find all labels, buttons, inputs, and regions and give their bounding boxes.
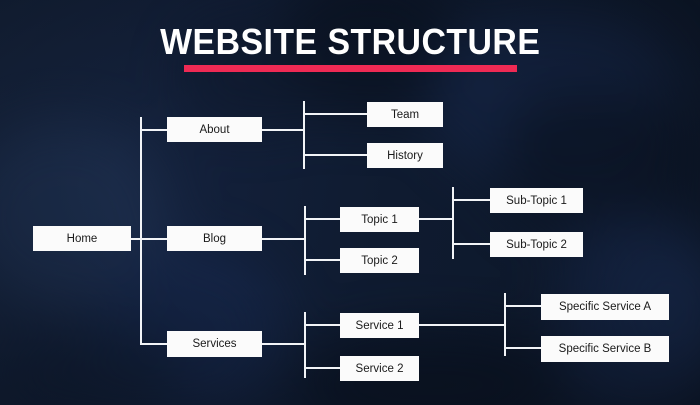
connector-blog-topic1 <box>304 218 342 220</box>
node-service-1[interactable]: Service 1 <box>340 313 419 338</box>
connector-services-service2 <box>304 367 342 369</box>
connector-service1-specificb <box>504 347 543 349</box>
connector-home-about <box>140 129 168 131</box>
node-blog[interactable]: Blog <box>167 226 262 251</box>
connector-blog-stub <box>261 238 305 240</box>
connector-trunk-topic1 <box>452 187 454 259</box>
page-title: WEBSITE STRUCTURE <box>0 22 700 72</box>
node-sub-topic-1[interactable]: Sub-Topic 1 <box>490 188 583 213</box>
node-specific-service-b[interactable]: Specific Service B <box>541 336 669 362</box>
connector-trunk-services <box>304 312 306 378</box>
connector-blog-topic2 <box>304 259 342 261</box>
node-specific-service-a[interactable]: Specific Service A <box>541 294 669 320</box>
connector-trunk-service1 <box>504 293 506 356</box>
connector-topic1-subtopic1 <box>452 199 491 201</box>
connector-service1-stub <box>418 324 506 326</box>
connector-home-blog <box>140 238 168 240</box>
connector-home-stub <box>130 238 142 240</box>
node-team[interactable]: Team <box>367 102 443 127</box>
connector-services-service1 <box>304 324 342 326</box>
connector-service1-specifica <box>504 305 543 307</box>
connector-home-services <box>140 343 168 345</box>
connector-services-stub <box>261 343 305 345</box>
connector-topic1-subtopic2 <box>452 243 491 245</box>
node-service-2[interactable]: Service 2 <box>340 356 419 381</box>
page-title-text: WEBSITE STRUCTURE <box>159 21 541 62</box>
connector-about-team <box>303 113 368 115</box>
connector-trunk-blog <box>304 206 306 275</box>
node-home[interactable]: Home <box>33 226 131 251</box>
connector-about-stub <box>261 129 304 131</box>
connector-trunk-about <box>303 101 305 169</box>
node-topic-1[interactable]: Topic 1 <box>340 207 419 232</box>
node-sub-topic-2[interactable]: Sub-Topic 2 <box>490 232 583 257</box>
connector-trunk-level1 <box>140 117 142 344</box>
node-topic-2[interactable]: Topic 2 <box>340 248 419 273</box>
connector-topic1-stub <box>418 218 454 220</box>
node-services[interactable]: Services <box>167 331 262 357</box>
title-underline <box>183 65 517 72</box>
node-about[interactable]: About <box>167 117 262 142</box>
node-history[interactable]: History <box>367 143 443 168</box>
connector-about-history <box>303 154 368 156</box>
